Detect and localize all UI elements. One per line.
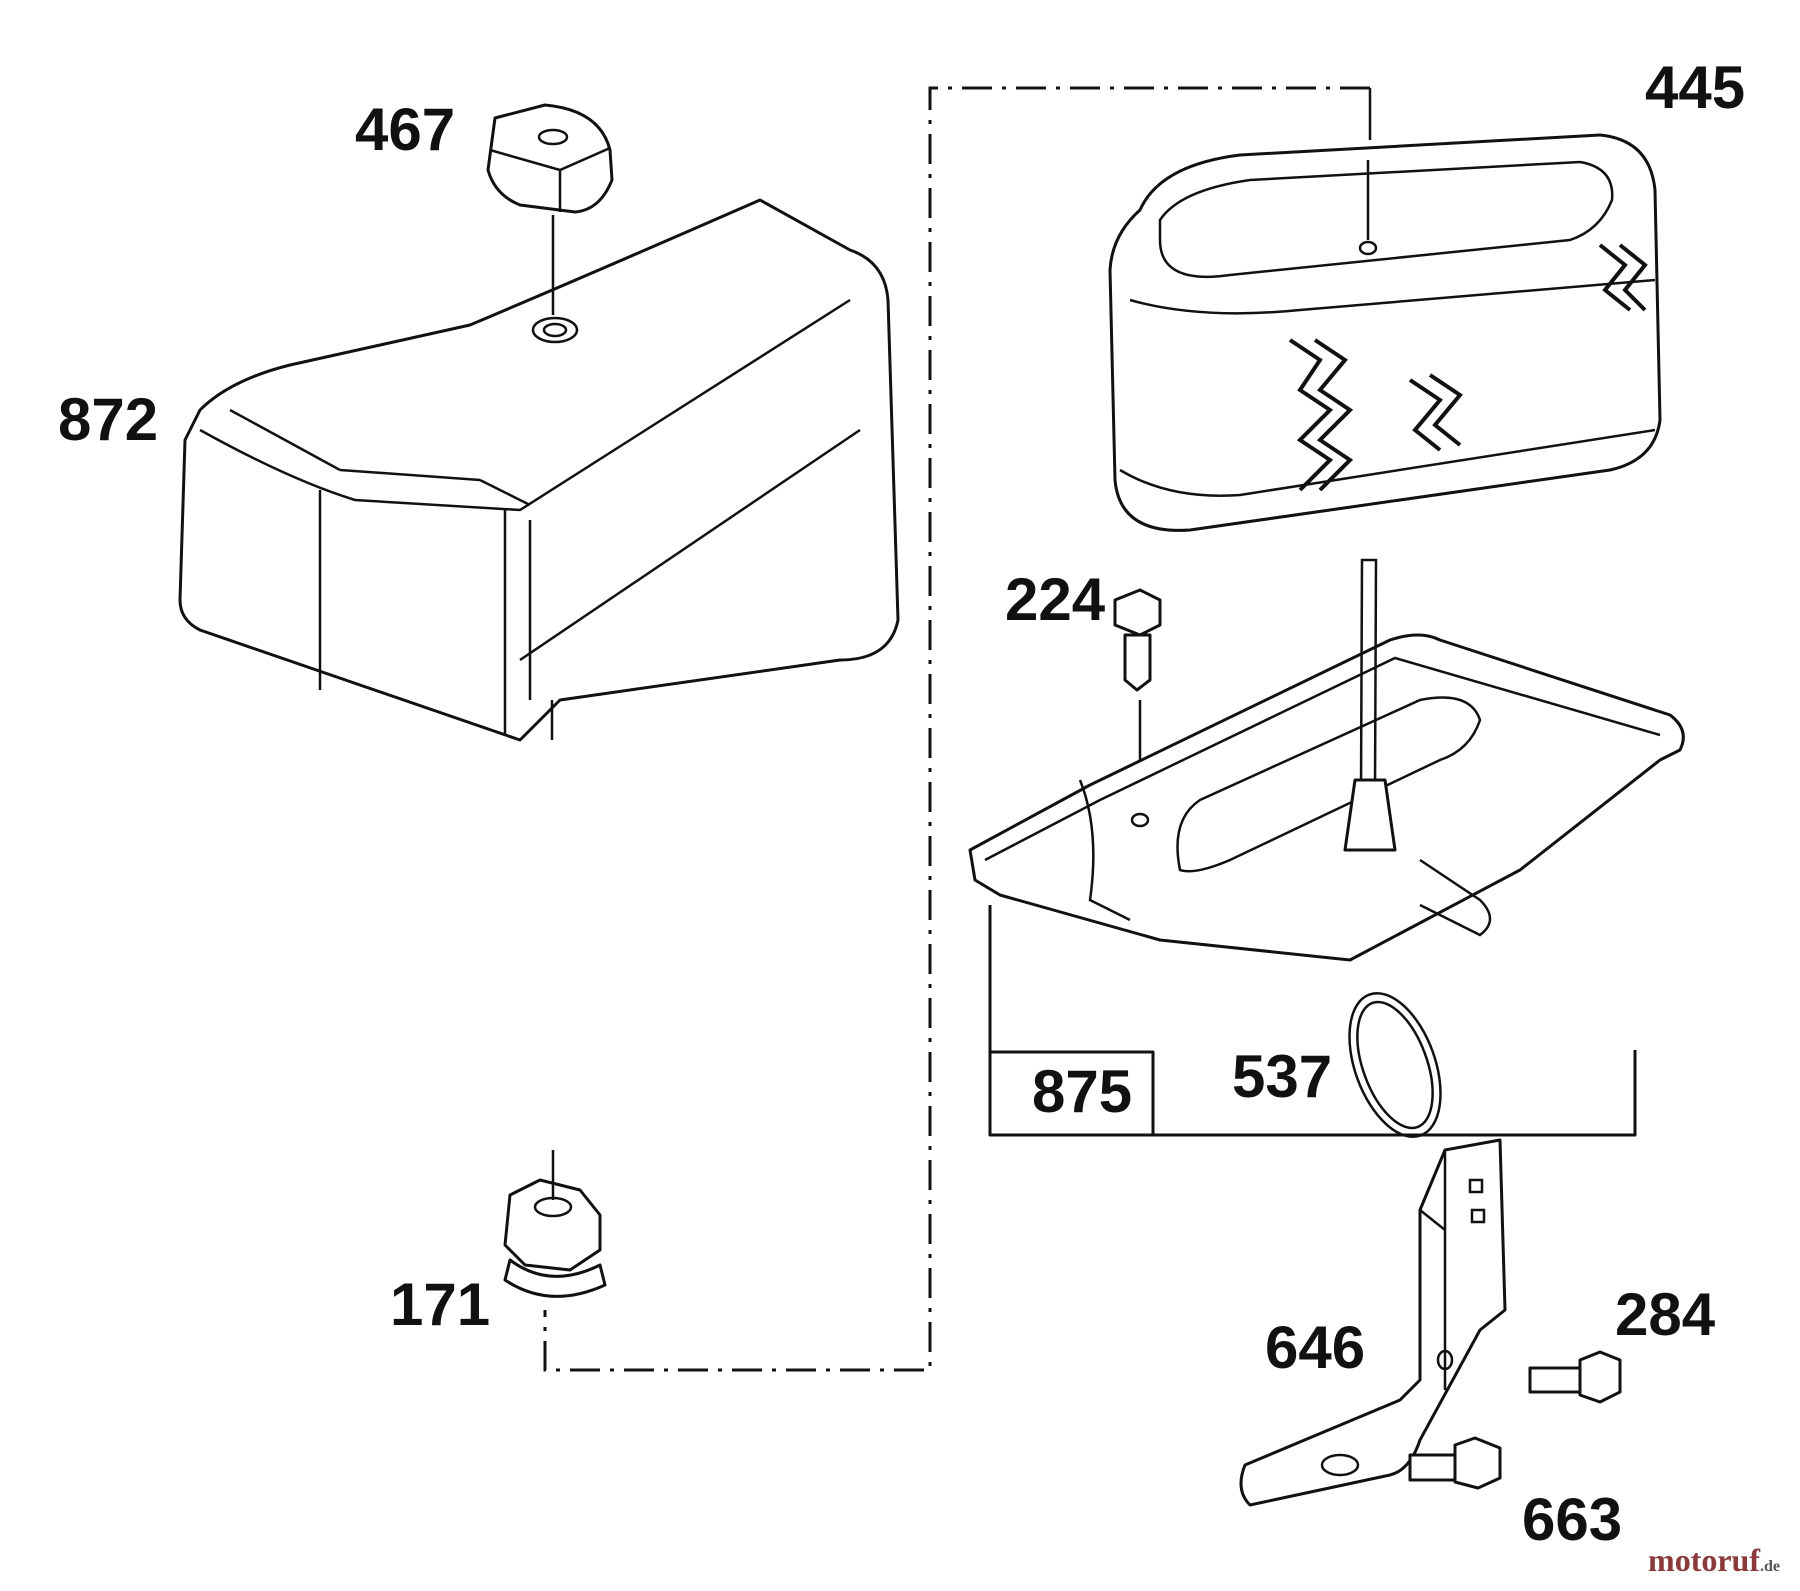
assembly-line bbox=[543, 86, 1370, 1372]
air-cleaner-cover bbox=[178, 198, 900, 742]
air-filter bbox=[1108, 133, 1662, 532]
label-875: 875 bbox=[1032, 1058, 1132, 1125]
part-875-box bbox=[988, 1050, 1155, 1137]
watermark-name: motoruf bbox=[1648, 1542, 1760, 1578]
screw-224 bbox=[1113, 588, 1162, 785]
label-467: 467 bbox=[355, 96, 455, 163]
air-cleaner-base bbox=[968, 558, 1685, 962]
label-663: 663 bbox=[1522, 1486, 1622, 1553]
seal bbox=[1348, 991, 1442, 1139]
label-224: 224 bbox=[1005, 566, 1106, 633]
label-537: 537 bbox=[1232, 1043, 1332, 1110]
label-646: 646 bbox=[1265, 1314, 1365, 1381]
knob bbox=[486, 103, 614, 315]
screw-663 bbox=[1408, 1436, 1502, 1490]
grommet bbox=[503, 1150, 607, 1298]
bracket bbox=[1239, 1138, 1507, 1507]
assembly-bracket-frame bbox=[988, 905, 1637, 1137]
watermark-logo: motoruf.de bbox=[1648, 1542, 1780, 1579]
label-171: 171 bbox=[390, 1271, 490, 1338]
label-284: 284 bbox=[1615, 1281, 1716, 1348]
label-445: 445 bbox=[1645, 54, 1745, 121]
watermark-tld: .de bbox=[1760, 1558, 1780, 1575]
label-872: 872 bbox=[58, 386, 158, 453]
screw-284 bbox=[1528, 1350, 1622, 1404]
